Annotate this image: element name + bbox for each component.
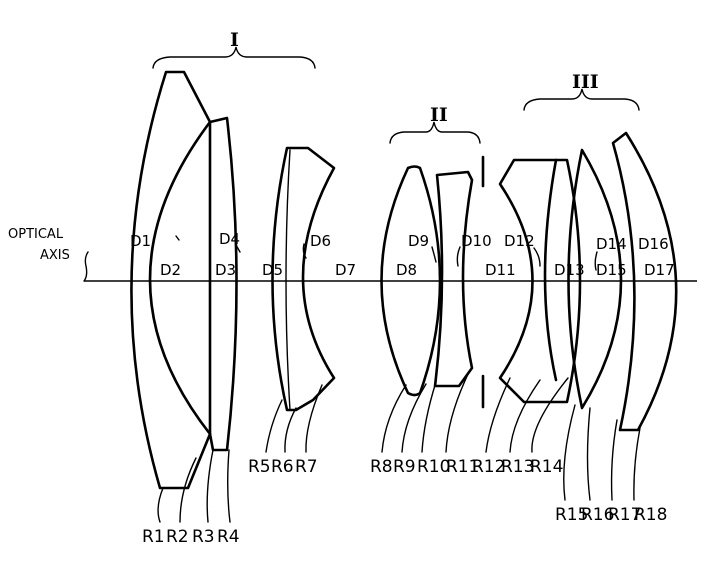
surface-label-r7: R7 bbox=[295, 457, 318, 477]
d6-pointer bbox=[302, 243, 307, 259]
surface-label-r17: R17 bbox=[608, 505, 641, 525]
surface-label-r6: R6 bbox=[271, 457, 294, 477]
d4-pointer bbox=[235, 244, 241, 253]
d9-pointer bbox=[431, 246, 437, 263]
lens-element-3 bbox=[271, 146, 336, 412]
group-2-label: II bbox=[430, 104, 448, 126]
lens-element-1 bbox=[130, 70, 212, 490]
d1-pointer bbox=[175, 235, 180, 241]
lens-element-3-cement bbox=[285, 149, 291, 411]
distance-label-d1: D1 bbox=[130, 232, 151, 250]
surface-label-r8: R8 bbox=[370, 457, 393, 477]
lens-element-7 bbox=[567, 148, 623, 410]
distance-label-d4: D4 bbox=[219, 230, 240, 248]
optical-axis-leader bbox=[83, 251, 89, 282]
distance-label-d3: D3 bbox=[215, 261, 236, 279]
surface-label-r9: R9 bbox=[393, 457, 416, 477]
distance-label-d9: D9 bbox=[408, 232, 429, 250]
surface-label-r15: R15 bbox=[555, 505, 588, 525]
surface-label-r16: R16 bbox=[581, 505, 614, 525]
group-3-label: III bbox=[572, 71, 599, 93]
surface-leader-lines bbox=[157, 369, 641, 523]
group-1-label: I bbox=[230, 29, 239, 51]
surface-label-r14: R14 bbox=[530, 457, 563, 477]
surface-label-r1: R1 bbox=[142, 527, 165, 547]
lens-element-2 bbox=[208, 116, 238, 452]
distance-label-d7: D7 bbox=[335, 261, 356, 279]
distance-label-d14: D14 bbox=[596, 235, 627, 253]
d12-pointer bbox=[533, 247, 541, 267]
distance-label-d16: D16 bbox=[638, 235, 669, 253]
lens-element-5 bbox=[433, 170, 474, 388]
distance-label-d5: D5 bbox=[262, 261, 283, 279]
distance-label-d10: D10 bbox=[461, 232, 492, 250]
distance-label-d11: D11 bbox=[485, 261, 516, 279]
lens-element-8 bbox=[611, 131, 678, 432]
distance-label-d6: D6 bbox=[310, 232, 331, 250]
group-2-bracket bbox=[389, 121, 481, 144]
surface-label-r13: R13 bbox=[501, 457, 534, 477]
surface-label-r5: R5 bbox=[248, 457, 271, 477]
surface-label-r12: R12 bbox=[472, 457, 505, 477]
group-3-bracket bbox=[523, 88, 640, 111]
axis-label-line1: OPTICAL bbox=[8, 227, 64, 242]
lens-element-6-cement bbox=[543, 158, 558, 382]
d10-pointer bbox=[456, 246, 461, 267]
axis-label-line2: AXIS bbox=[40, 248, 70, 263]
surface-label-r11: R11 bbox=[446, 457, 479, 477]
distance-label-d8: D8 bbox=[396, 261, 417, 279]
lens-element-1-inner-surface bbox=[148, 120, 212, 436]
surface-label-r10: R10 bbox=[417, 457, 450, 477]
distance-label-d12: D12 bbox=[504, 232, 535, 250]
d14-pointer bbox=[594, 251, 598, 271]
surface-label-r18: R18 bbox=[634, 505, 667, 525]
surface-label-r2: R2 bbox=[166, 527, 189, 547]
surface-label-r4: R4 bbox=[217, 527, 240, 547]
distance-label-d17: D17 bbox=[644, 261, 675, 279]
lens-element-6 bbox=[498, 158, 582, 404]
distance-label-d15: D15 bbox=[596, 261, 627, 279]
group-1-bracket bbox=[152, 46, 316, 69]
distance-label-d2: D2 bbox=[160, 261, 181, 279]
distance-label-d13: D13 bbox=[554, 261, 585, 279]
surface-label-r3: R3 bbox=[192, 527, 215, 547]
